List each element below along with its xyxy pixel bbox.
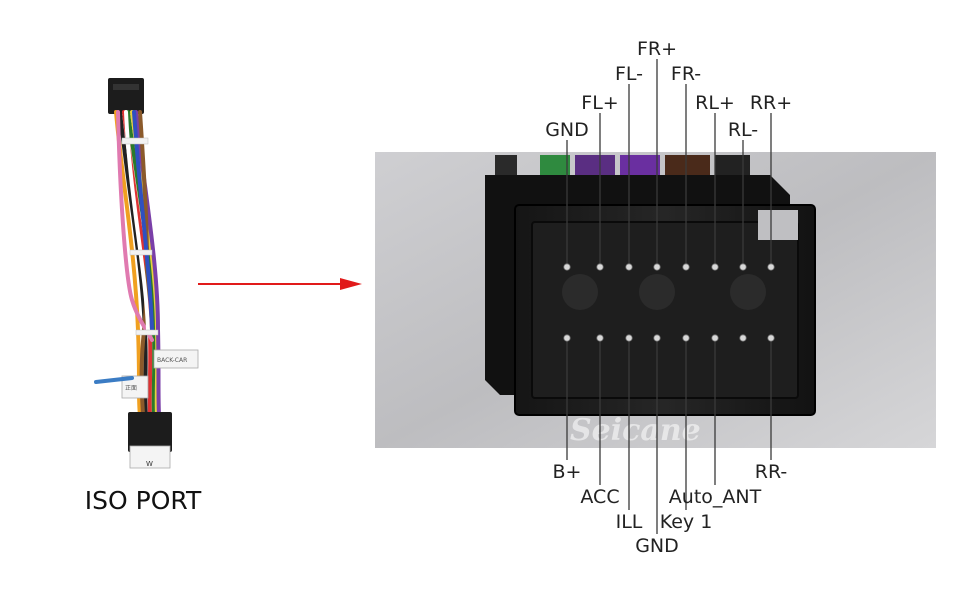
- pin-bottom-1: [563, 334, 571, 342]
- iso-harness-illustration: BACK-CAR 正面 W ISO PORT: [85, 78, 202, 515]
- harness-tag-1: BACK-CAR: [153, 349, 199, 369]
- harness-bottom-plug: [128, 412, 172, 452]
- pin-label-top-3: FL-: [615, 63, 643, 85]
- harness-stub-wire: [94, 376, 134, 384]
- pin-label-bottom-2: ACC: [580, 486, 619, 508]
- harness-plug-tag-text: W: [146, 460, 153, 468]
- pin-top-1: [563, 263, 571, 271]
- pin-label-top-8: RR+: [750, 92, 792, 114]
- harness-tag-2-text: 正面: [125, 385, 137, 392]
- pin-top-8: [767, 263, 775, 271]
- harness-tag-1-text: BACK-CAR: [157, 357, 187, 364]
- pin-label-top-6: RL+: [695, 92, 735, 114]
- pin-label-bottom-8: RR-: [755, 461, 788, 483]
- pin-top-2: [596, 263, 604, 271]
- iso-port-caption: ISO PORT: [85, 486, 202, 515]
- pin-label-top-2: FL+: [581, 92, 618, 114]
- pin-bottom-4: [653, 334, 661, 342]
- pin-top-7: [739, 263, 747, 271]
- pin-bottom-5: [682, 334, 690, 342]
- pin-label-bottom-3: ILL: [616, 511, 643, 533]
- connector-photo: Seicane: [375, 152, 936, 448]
- pin-bottom-8: [767, 334, 775, 342]
- pin-bottom-3: [625, 334, 633, 342]
- pin-label-bottom-5: Key 1: [660, 511, 713, 533]
- pin-label-bottom-4: GND: [635, 535, 679, 557]
- direction-arrow: [198, 278, 362, 290]
- pin-top-4: [653, 263, 661, 271]
- pin-label-top-4: FR+: [637, 38, 677, 60]
- harness-cable-bundle: [114, 110, 161, 417]
- harness-tag-2: 正面: [121, 375, 149, 399]
- pin-bottom-6: [711, 334, 719, 342]
- connector-body: [485, 175, 816, 416]
- pin-label-top-5: FR-: [671, 63, 701, 85]
- pin-label-bottom-1: B+: [553, 461, 582, 483]
- pin-bottom-2: [596, 334, 604, 342]
- pin-label-top-7: RL-: [728, 119, 758, 141]
- pin-top-6: [711, 263, 719, 271]
- pin-top-5: [682, 263, 690, 271]
- seicane-watermark: Seicane: [570, 413, 701, 448]
- pin-bottom-7: [739, 334, 747, 342]
- pin-top-3: [625, 263, 633, 271]
- harness-top-connector: [108, 78, 144, 114]
- pin-label-bottom-6: Auto_ANT: [669, 486, 762, 508]
- pin-label-top-1: GND: [545, 119, 589, 141]
